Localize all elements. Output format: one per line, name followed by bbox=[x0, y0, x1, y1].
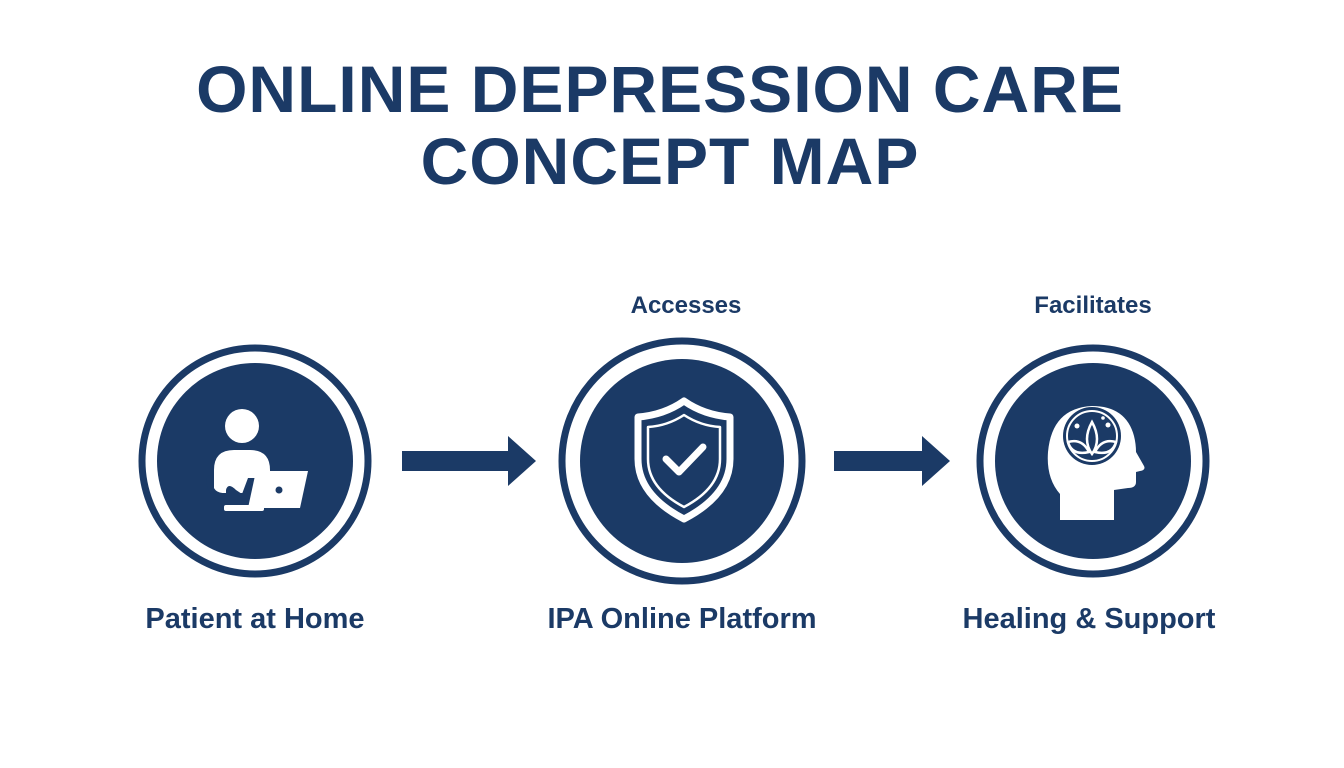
node-circle bbox=[558, 337, 806, 585]
head-leaves-icon bbox=[1047, 406, 1145, 520]
node-ipa-online-platform bbox=[558, 337, 806, 585]
edge-label-accesses: Accesses bbox=[630, 292, 742, 319]
node-label-ipa-online-platform: IPA Online Platform bbox=[547, 603, 817, 635]
node-circle bbox=[138, 344, 372, 578]
node-label-patient-at-home: Patient at Home bbox=[145, 603, 365, 635]
node-label-healing-and-support: Healing & Support bbox=[962, 603, 1216, 635]
arrow-facilitates bbox=[834, 434, 952, 488]
node-patient-at-home bbox=[138, 344, 372, 578]
node-healing-and-support bbox=[976, 344, 1210, 578]
person-laptop-icon bbox=[206, 409, 308, 511]
arrow-accesses bbox=[402, 434, 538, 488]
edge-label-facilitates: Facilitates bbox=[1034, 292, 1152, 319]
shield-check-icon bbox=[634, 397, 734, 523]
node-circle bbox=[976, 344, 1210, 578]
title-line-1: ONLINE DEPRESSION CARE bbox=[196, 52, 1124, 126]
title-line-2: CONCEPT MAP bbox=[420, 124, 920, 198]
